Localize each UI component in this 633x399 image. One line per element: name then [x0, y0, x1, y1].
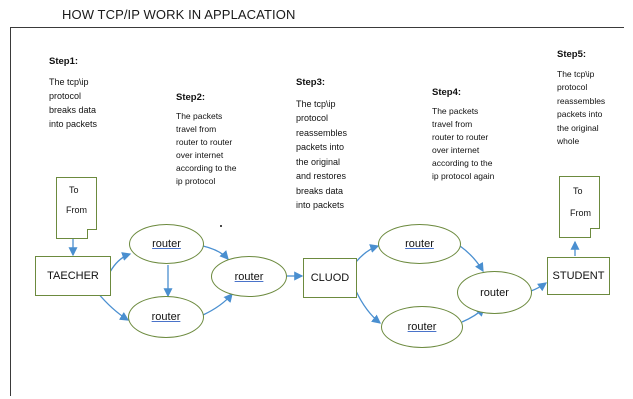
- router-label: router: [407, 321, 437, 333]
- doc-right-from: From: [570, 208, 591, 218]
- cloud-node: CLUOD: [303, 258, 357, 298]
- step3-text: Step3: The tcp\ip protocol reassembles p…: [296, 76, 368, 213]
- router-label: router: [405, 238, 434, 250]
- arrow-cloud-to-router-f: [355, 290, 382, 324]
- step5-heading: Step5:: [557, 49, 587, 60]
- step3-body: The tcp\ip protocol reassembles packets …: [296, 98, 348, 211]
- doc-left-from: From: [66, 205, 87, 215]
- doc-left-fold: [87, 229, 97, 239]
- step1-heading: Step1:: [49, 56, 79, 67]
- step5-text: Step5: The tcp\ip protocol reassembles p…: [557, 48, 625, 149]
- arrow-teacher-to-router-c: [96, 291, 130, 321]
- step4-text: Step4: The packets travel from router to…: [432, 86, 522, 183]
- router-label: router: [151, 311, 181, 323]
- step2-body: The packets travel from router to router…: [176, 111, 237, 186]
- step1-body: The tcp\ip protocol breaks data into pac…: [49, 77, 98, 129]
- diagram-title: HOW TCP/IP WORK IN APPLACATION: [62, 7, 296, 22]
- teacher-node: TAECHER: [35, 256, 111, 296]
- step2-heading: Step2:: [176, 92, 206, 103]
- packet-document-left: To From: [56, 177, 97, 239]
- router-node-c: router: [128, 296, 204, 338]
- router-node-b: router: [211, 256, 287, 297]
- step4-heading: Step4:: [432, 87, 462, 98]
- arrow-teacher-to-router-a: [109, 252, 132, 273]
- router-label: router: [234, 270, 264, 283]
- doc-left-to: To: [69, 185, 79, 195]
- router-node-f: router: [381, 306, 463, 348]
- teacher-label: TAECHER: [47, 270, 99, 282]
- packet-document-right: To From: [559, 176, 600, 238]
- doc-right-fold: [590, 228, 600, 238]
- step4-body: The packets travel from router to router…: [432, 106, 495, 181]
- arrow-cloud-to-router-d: [355, 244, 380, 263]
- student-node: STUDENT: [547, 257, 610, 295]
- router-label: router: [480, 286, 509, 299]
- student-label: STUDENT: [552, 270, 605, 282]
- router-label: router: [152, 238, 181, 250]
- arrow-router-c-to-router-b: [202, 293, 233, 316]
- step3-heading: Step3:: [296, 77, 326, 88]
- stray-dot: [220, 225, 222, 227]
- arrow-router-e-to-student: [530, 282, 548, 292]
- diagram-frame: [10, 27, 624, 396]
- arrow-router-a-to-router-b: [202, 245, 229, 260]
- router-node-a: router: [129, 224, 204, 264]
- step2-text: Step2: The packets travel from router to…: [176, 91, 261, 188]
- arrow-router-d-to-router-e: [459, 245, 484, 273]
- step5-body: The tcp\ip protocol reassembles packets …: [557, 68, 606, 147]
- step1-text: Step1: The tcp\ip protocol breaks data i…: [49, 55, 119, 131]
- doc-right-to: To: [573, 186, 583, 196]
- router-node-d: router: [378, 224, 461, 264]
- cloud-label: CLUOD: [310, 272, 350, 284]
- router-node-e: router: [457, 271, 532, 314]
